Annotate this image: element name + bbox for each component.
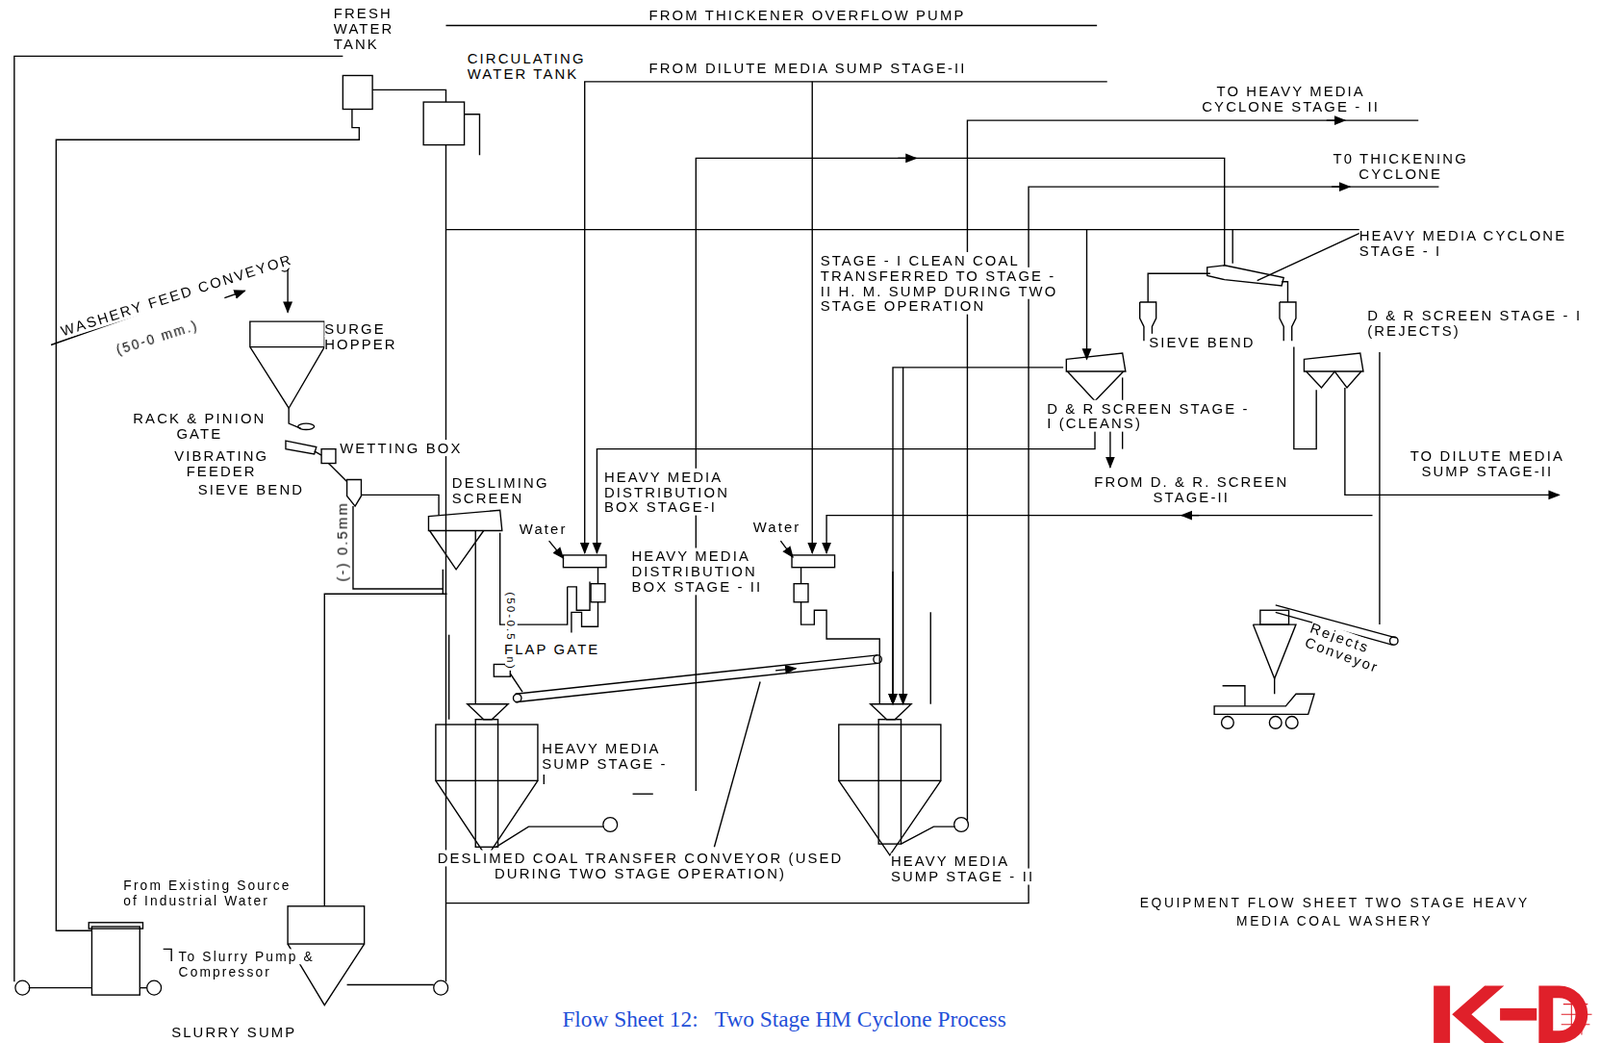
text-label: HEAVY MEDIA SUMP STAGE - I [541, 740, 673, 788]
text-label: D & R SCREEN STAGE - I (CLEANS) [1046, 401, 1256, 432]
text-label: To Slurry Pump & Compressor [178, 948, 317, 980]
text-label: Water [519, 521, 568, 537]
text-label: HEAVY MEDIA CYCLONE STAGE - I [1359, 228, 1590, 260]
text-label: From Existing Source of Industrial Water [123, 877, 297, 909]
text-label: HEAVY MEDIA DISTRIBUTION BOX STAGE - II [632, 549, 788, 596]
text-label: WETTING BOX [339, 440, 462, 457]
text-label: CIRCULATING WATER TANK [467, 50, 616, 82]
text-label: SLURRY SUMP [171, 1024, 297, 1041]
title-block: EQUIPMENT FLOW SHEET TWO STAGE HEAVY MED… [1110, 893, 1560, 931]
text-label: HEAVY MEDIA SUMP STAGE - II [890, 854, 1044, 886]
text-label: FRESH WATER TANK [333, 5, 416, 52]
text-label: FLAP GATE [504, 641, 600, 658]
text-label: DESLIMED COAL TRANSFER CONVEYOR (USED DU… [413, 851, 868, 883]
text-label: T0 THICKENING CYCLONE [1311, 151, 1491, 182]
text-label: FROM DILUTE MEDIA SUMP STAGE-II [649, 61, 967, 77]
text-label: (50-0.5mm) [503, 591, 519, 671]
text-label: SIEVE BEND [1148, 334, 1255, 351]
text-label: (-) 0.5mm [334, 501, 351, 582]
text-label: SURGE HOPPER [324, 321, 422, 353]
text-label: FROM D. & R. SCREEN STAGE-II [1061, 474, 1321, 506]
figure-caption: Flow Sheet 12: Two Stage HM Cyclone Proc… [561, 1006, 1006, 1034]
text-label: D & R SCREEN STAGE - I (REJECTS) [1367, 307, 1598, 339]
text-label: Water [753, 519, 802, 535]
text-label: (50-0 mm.) [114, 317, 201, 358]
text-label: HEAVY MEDIA DISTRIBUTION BOX STAGE-I [604, 469, 750, 516]
text-label: TO HEAVY MEDIA CYCLONE STAGE - II [1173, 83, 1409, 115]
text-label: DESLIMING SCREEN [452, 475, 581, 507]
text-label: TO DILUTE MEDIA SUMP STAGE-II [1387, 449, 1587, 481]
text-label: STAGE - I CLEAN COAL TRANSFERRED TO STAG… [820, 253, 1071, 315]
text-label: SIEVE BEND [198, 482, 305, 499]
text-label: FROM THICKENER OVERFLOW PUMP [649, 7, 966, 24]
text-label: Rejects Conveyor [1302, 620, 1420, 688]
text-label: VIBRATING FEEDER [154, 449, 288, 481]
text-label: RACK & PINION GATE [110, 410, 290, 442]
